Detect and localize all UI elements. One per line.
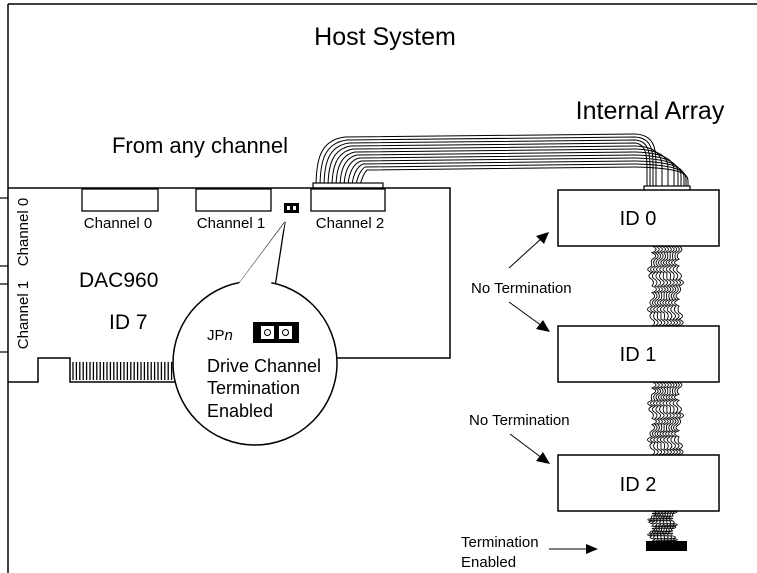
callout-line-3: Enabled	[207, 401, 273, 421]
channel-1-connector	[195, 188, 272, 212]
side-channel-1-label: Channel 1	[15, 281, 32, 349]
jumper-label-prefix: JP	[207, 327, 225, 344]
host-system-title: Host System	[314, 23, 456, 51]
controller-name: DAC960	[79, 269, 158, 292]
arrow-to-id0	[508, 232, 549, 269]
cable-id1-id2	[647, 381, 684, 456]
drive-id1-label: ID 1	[620, 344, 657, 366]
edge-connector	[72, 362, 176, 380]
channel-2-connector	[310, 188, 386, 212]
cable-id0-id1	[647, 245, 684, 327]
jumper-large	[253, 322, 299, 343]
cable-id2-terminator	[647, 510, 678, 542]
arrow-to-id2	[509, 433, 550, 464]
jumper-small	[284, 203, 299, 213]
jumper-label: JPn	[207, 327, 233, 344]
terminator	[646, 541, 687, 551]
termination-enabled-label-2: Enabled	[461, 554, 516, 571]
callout-line-1: Drive Channel	[207, 356, 321, 376]
no-termination-label-1: No Termination	[471, 280, 572, 297]
ribbon-cable-top	[315, 133, 689, 190]
drive-id2	[557, 454, 720, 512]
channel-2-label: Channel 2	[316, 215, 384, 232]
side-channel-0-label: Channel 0	[15, 198, 32, 266]
termination-enabled-label-1: Termination	[461, 534, 539, 551]
from-any-channel-label: From any channel	[112, 133, 288, 158]
channel-0-label: Channel 0	[84, 215, 152, 232]
dac960-card	[8, 187, 451, 383]
no-termination-label-2: No Termination	[469, 412, 570, 429]
controller-id: ID 7	[109, 311, 148, 334]
drive-id0	[557, 189, 720, 247]
jumper-label-suffix: n	[225, 327, 233, 344]
host-system-frame	[7, 3, 757, 573]
side-bracket	[0, 197, 8, 353]
channel-0-connector	[81, 188, 159, 212]
drive-id2-label: ID 2	[620, 474, 657, 496]
arrow-to-id1	[508, 301, 550, 332]
callout-line-2: Termination	[207, 378, 300, 398]
arrow-to-terminator	[549, 544, 598, 554]
internal-array-title: Internal Array	[576, 97, 725, 125]
drive-id1	[557, 325, 720, 383]
channel-1-label: Channel 1	[197, 215, 265, 232]
drive-id0-label: ID 0	[620, 208, 657, 230]
